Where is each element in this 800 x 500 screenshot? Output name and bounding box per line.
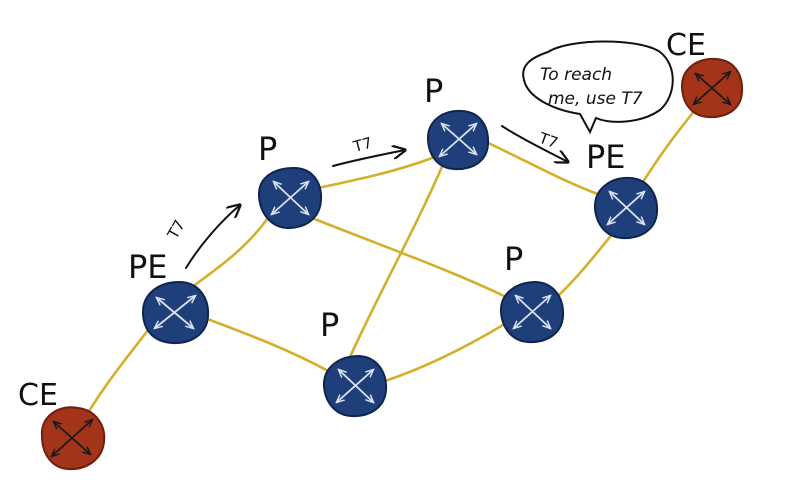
arrow-p-to-p <box>332 150 405 167</box>
p-right-router <box>499 280 565 344</box>
link-p-upper-left-p-right <box>310 216 506 298</box>
pe-left-tag: T7 <box>163 217 188 243</box>
speech-line2: me, use T7 <box>548 89 643 109</box>
arrow2-tag: T7 <box>536 129 561 153</box>
pe-right-label: PE <box>586 138 626 176</box>
link-p-top-pe-right <box>484 140 602 197</box>
p-top-label: P <box>424 72 443 110</box>
link-p-top-p-bottom <box>343 160 446 370</box>
pe-left-label: PE <box>128 248 168 286</box>
p-bottom-label: P <box>320 306 339 344</box>
p-top-router <box>426 109 490 171</box>
speech-line1: To reach <box>540 65 612 85</box>
ce-right-router <box>680 57 744 119</box>
arrow-p-to-pe <box>501 125 568 162</box>
links <box>76 108 697 432</box>
p-right-label: P <box>504 240 523 278</box>
p-upper-left-label: P <box>258 130 277 168</box>
p-upper-left-router <box>257 166 323 230</box>
pe-left-router <box>141 280 210 345</box>
link-pe-right-ce-right <box>641 108 697 184</box>
link-pe-left-p-bottom <box>200 315 332 374</box>
speech-bubble: To reach me, use T7 <box>522 40 674 135</box>
link-p-upper-left-p-top <box>316 156 434 190</box>
ce-left-router <box>40 406 106 471</box>
ce-left-label: CE <box>18 378 58 413</box>
link-p-right-pe-right <box>554 230 616 300</box>
link-pe-left-p-upper-left <box>186 216 270 292</box>
ce-right-label: CE <box>666 28 706 63</box>
p-bottom-router <box>322 354 388 418</box>
arrow-pe-to-p <box>185 205 240 269</box>
link-p-bottom-p-right <box>380 320 510 384</box>
pe-right-router <box>593 176 659 240</box>
arrow1-tag: T7 <box>350 134 374 156</box>
